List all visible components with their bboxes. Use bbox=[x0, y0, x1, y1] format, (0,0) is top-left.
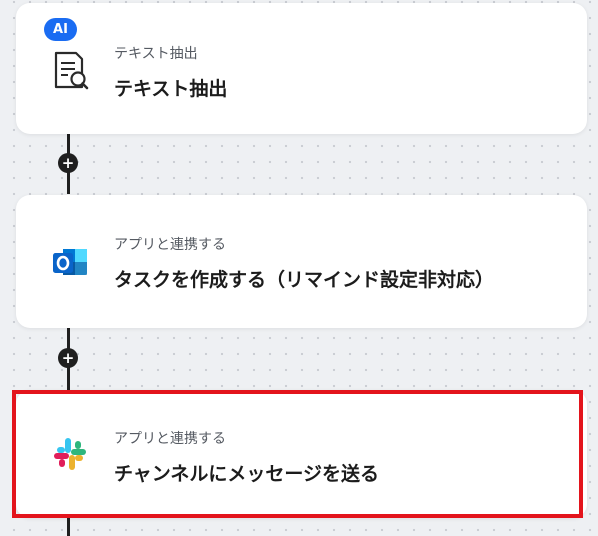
step-type-label: アプリと連携する bbox=[114, 237, 226, 253]
slack-icon bbox=[46, 430, 94, 478]
document-search-icon bbox=[46, 47, 94, 95]
add-step-button[interactable]: + bbox=[58, 348, 78, 368]
ai-badge: AI bbox=[44, 18, 77, 41]
step-type-label: テキスト抽出 bbox=[114, 46, 198, 62]
add-step-button[interactable]: + bbox=[58, 153, 78, 173]
flow-step-outlook-create-task[interactable]: アプリと連携する タスクを作成する（リマインド設定非対応） bbox=[16, 195, 587, 328]
plus-icon: + bbox=[61, 153, 75, 172]
step-title: チャンネルにメッセージを送る bbox=[114, 463, 380, 485]
step-title: テキスト抽出 bbox=[114, 78, 228, 100]
flow-step-text-extraction[interactable]: AI テキスト抽出 テキスト抽出 bbox=[16, 3, 587, 134]
outlook-icon bbox=[46, 238, 94, 286]
plus-icon: + bbox=[61, 348, 75, 367]
step-type-label: アプリと連携する bbox=[114, 431, 226, 447]
flow-connector bbox=[67, 518, 70, 536]
step-title: タスクを作成する（リマインド設定非対応） bbox=[114, 269, 495, 291]
flow-step-slack-send-message[interactable]: アプリと連携する チャンネルにメッセージを送る bbox=[16, 390, 587, 518]
